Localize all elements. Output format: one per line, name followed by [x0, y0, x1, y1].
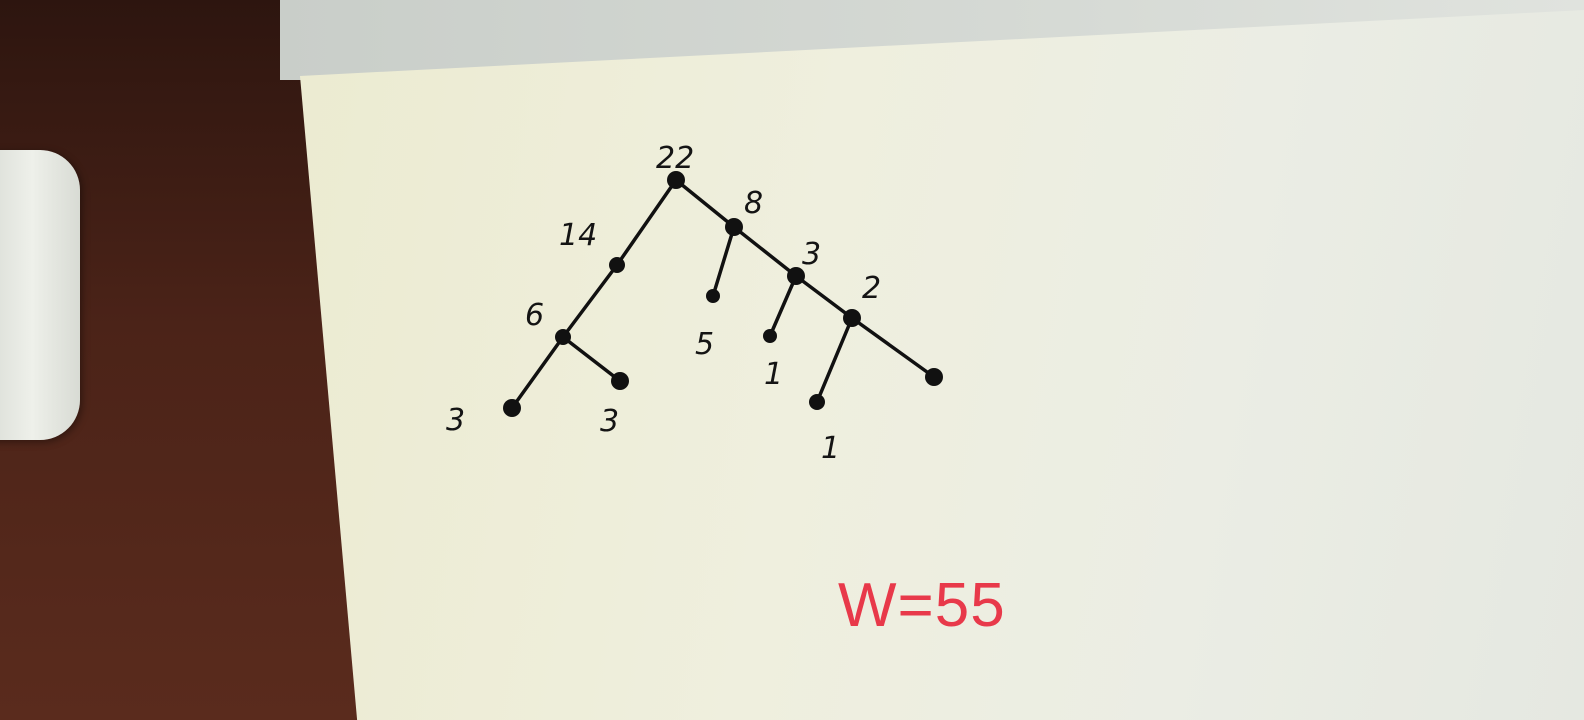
- tree-node-n8: [725, 218, 743, 236]
- tree-node-n3c: [787, 267, 805, 285]
- weight-caption: W=55: [838, 571, 1006, 640]
- tree-labels: 22 14 6 3 3 8 5 3 1 2 1: [446, 141, 881, 466]
- node-label-n3a: 3: [446, 403, 465, 438]
- node-label-n14: 14: [559, 218, 597, 253]
- node-label-n8: 8: [744, 186, 763, 221]
- tree-edge-n2-n1b: [815, 316, 854, 404]
- node-label-n6: 6: [525, 298, 544, 333]
- node-label-n5: 5: [695, 327, 714, 362]
- tree-edge-root-n14: [615, 178, 678, 267]
- tree-node-n5: [706, 289, 720, 303]
- tree-node-root: [667, 171, 685, 189]
- tree-node-n1a: [763, 329, 777, 343]
- tree-node-n1b: [809, 394, 825, 410]
- tree-edges: [510, 178, 936, 410]
- tree-edge-n8-n3c: [732, 225, 798, 278]
- node-label-n3c: 3: [802, 237, 821, 272]
- node-label-root: 22: [656, 141, 694, 176]
- tree-edge-n6-n3b: [561, 335, 622, 383]
- tree-node-n2: [843, 309, 861, 327]
- tree-node-n3b: [611, 372, 629, 390]
- tree-edge-n2-n1c: [850, 316, 936, 379]
- tree-edge-root-n8: [674, 178, 736, 229]
- tree-edge-n8-n5: [711, 225, 736, 298]
- tree-node-n1c: [925, 368, 943, 386]
- node-label-n1b: 1: [821, 431, 840, 466]
- tree-edge-n14-n6: [561, 263, 619, 339]
- tree-node-n6: [555, 329, 571, 345]
- tree-node-n3a: [503, 399, 521, 417]
- tree-edge-n3c-n1a: [768, 274, 798, 338]
- tree-edge-n3c-n2: [794, 274, 854, 320]
- paper-sheet: [300, 10, 1584, 720]
- node-label-n2: 2: [862, 271, 881, 306]
- node-label-n3b: 3: [600, 404, 619, 439]
- tree-nodes: [503, 171, 943, 417]
- tree-edge-n6-n3a: [510, 335, 565, 410]
- node-label-n1a: 1: [764, 357, 783, 392]
- tree-node-n14: [609, 257, 625, 273]
- white-cup: [0, 150, 80, 440]
